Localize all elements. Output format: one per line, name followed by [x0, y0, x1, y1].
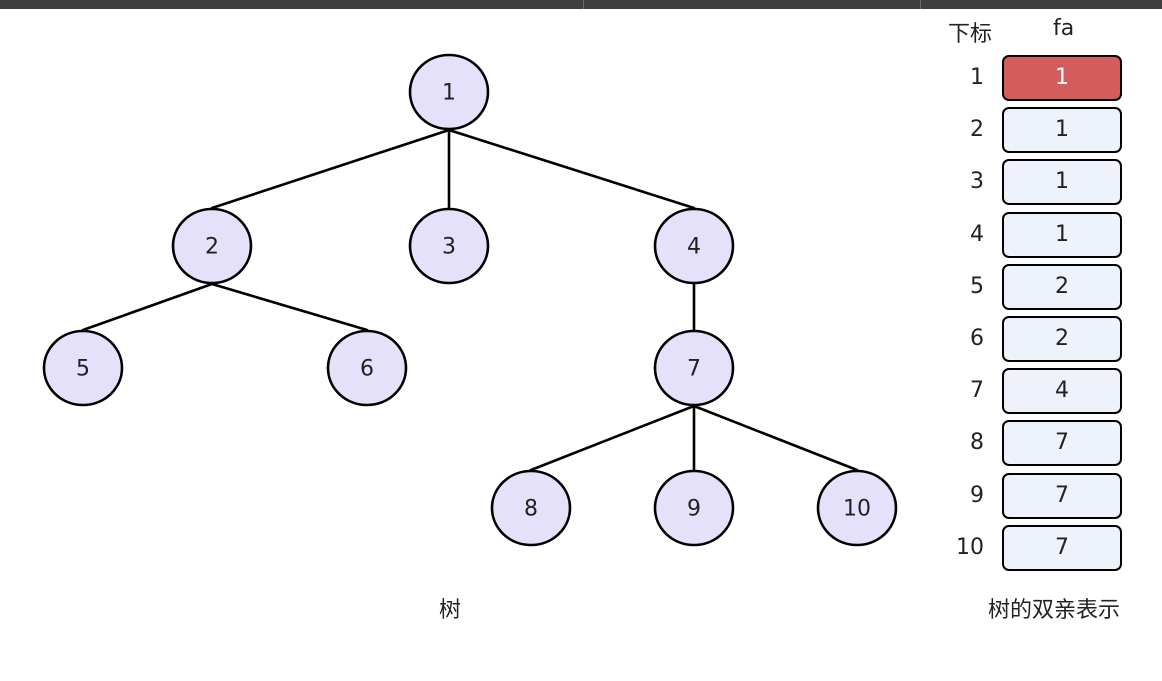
tree-node-9: 9	[653, 469, 735, 547]
tree-node-label: 8	[524, 497, 538, 522]
tree-node-5: 5	[42, 329, 124, 407]
tree-node-2: 2	[171, 207, 253, 285]
tree-node-3: 3	[408, 207, 490, 285]
tree-node-circle	[326, 329, 408, 407]
tree-caption: 树	[439, 598, 462, 623]
tree-diagram: 1 2 3 4 5 6 7 8 9 10	[42, 53, 898, 547]
tree-node-circle	[408, 53, 490, 131]
tree-node-6: 6	[326, 329, 408, 407]
tree-node-label: 2	[205, 235, 219, 260]
tree-node-label: 7	[687, 357, 701, 382]
table-index-3: 3	[970, 169, 984, 195]
table-index-2: 2	[970, 117, 984, 143]
tree-node-circle	[653, 207, 735, 285]
tree-node-7: 7	[653, 329, 735, 407]
tree-edge-7-10	[692, 404, 859, 472]
table-fa-cell-2: 1	[1002, 107, 1122, 154]
tree-node-label: 6	[360, 357, 374, 382]
tree-node-label: 4	[687, 235, 701, 260]
tree-node-circle	[653, 469, 735, 547]
tree-node-label: 1	[442, 81, 456, 106]
table-caption: 树的双亲表示	[988, 598, 1121, 623]
tree-node-8: 8	[490, 469, 572, 547]
table-index-4: 4	[970, 221, 984, 247]
table-index-1: 1	[970, 65, 984, 90]
tree-node-label: 3	[442, 235, 456, 260]
tree-node-circle	[653, 329, 735, 407]
top-bar-divider	[583, 0, 584, 9]
table-fa-cell-4: 1	[1002, 211, 1122, 258]
top-bar-divider	[920, 0, 921, 9]
tree-edge-7-8	[529, 404, 696, 472]
tree-node-circle	[171, 207, 253, 285]
tree-node-circle	[816, 469, 898, 547]
tree-node-label: 10	[843, 497, 871, 522]
table-index-8: 8	[970, 430, 984, 456]
table-header-index: 下标	[948, 22, 993, 47]
table-header-fa: fa	[1053, 16, 1075, 41]
table-fa-cell-1: 1	[1002, 55, 1122, 101]
table-index-10: 10	[956, 534, 984, 560]
table-fa-cell-10: 7	[1002, 524, 1122, 571]
tree-node-circle	[42, 329, 124, 407]
tree-node-1: 1	[408, 53, 490, 131]
tree-edge-2-5	[81, 282, 214, 332]
window-top-bar	[0, 0, 1162, 9]
table-index-9: 9	[970, 482, 984, 508]
tree-node-4: 4	[653, 207, 735, 285]
tree-edge-2-6	[210, 282, 369, 332]
table-index-7: 7	[970, 378, 984, 404]
tree-node-circle	[408, 207, 490, 285]
tree-node-label: 5	[76, 357, 90, 382]
table-fa-cell-9: 7	[1002, 472, 1122, 519]
table-index-6: 6	[970, 326, 984, 351]
table-fa-cell-7: 4	[1002, 368, 1122, 415]
tree-node-label: 9	[687, 497, 701, 522]
tree-node-10: 10	[816, 469, 898, 547]
tree-edge-1-4	[447, 128, 696, 210]
tree-edge-1-2	[210, 128, 451, 210]
table-fa-cell-8: 7	[1002, 420, 1122, 467]
table-fa-cell-3: 1	[1002, 159, 1122, 206]
tree-node-circle	[490, 469, 572, 547]
table-fa-cell-5: 2	[1002, 263, 1122, 310]
table-fa-cell-6: 2	[1002, 316, 1122, 362]
table-index-5: 5	[970, 273, 984, 299]
